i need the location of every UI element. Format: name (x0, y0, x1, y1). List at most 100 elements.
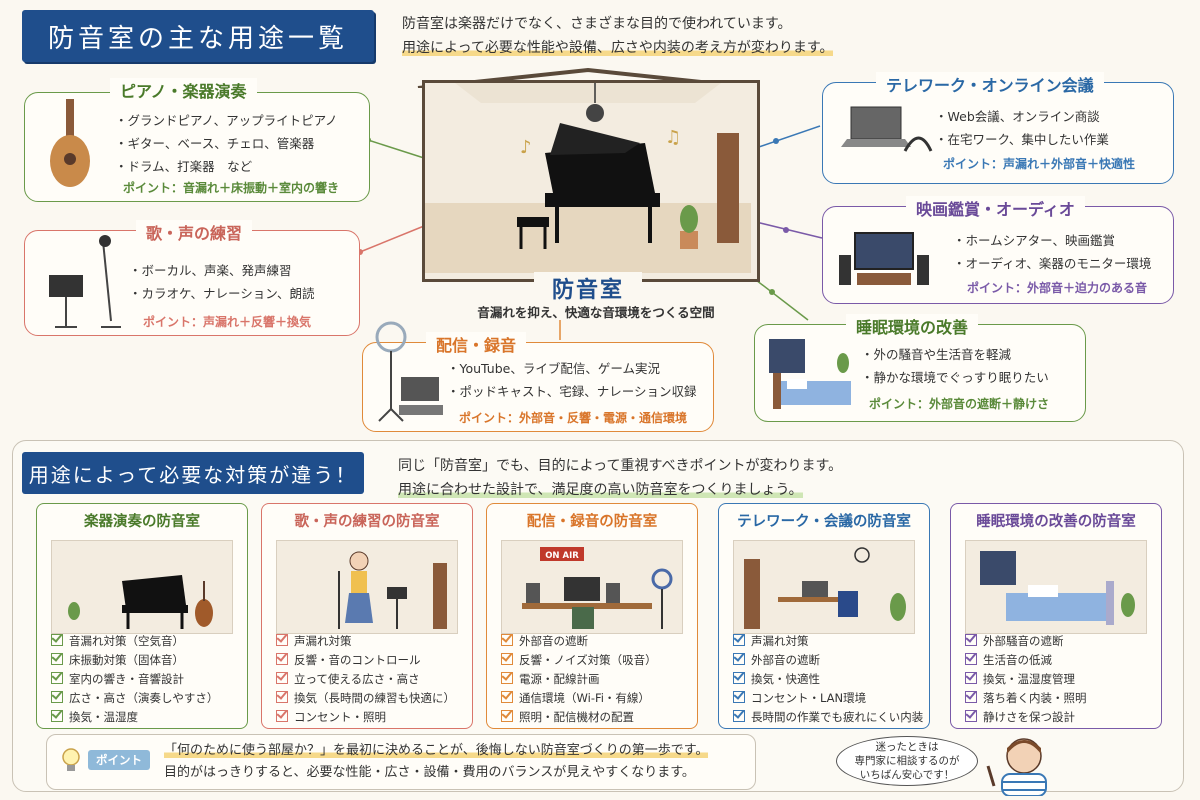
section2-intro-line-2: 用途に合わせた設計で、満足度の高い防音室をつくりましょう。 (398, 482, 803, 498)
point-text: 「何のために使う部屋か？」を最初に決めることが、後悔しない防音室づくりの第一歩で… (164, 740, 709, 784)
use-card-title: 映画鑑賞・オーディオ (906, 196, 1085, 220)
use-card-theater: ホームシアター、映画鑑賞 オーディオ、楽器のモニター環境 ポイント：外部音＋迫力… (822, 206, 1174, 304)
list-item: 立って使える広さ・高さ (276, 670, 455, 689)
telework-items: Web会議、オンライン商談 在宅ワーク、集中したい作業 (935, 105, 1109, 151)
advisor-avatar (986, 738, 1047, 796)
list-item: 換気・温湿度 (51, 708, 218, 727)
page-title: 防音室の主な用途一覧 (22, 10, 374, 62)
section2-intro: 同じ「防音室」でも、目的によって重視すべきポイントが変わります。 用途に合わせた… (398, 454, 842, 502)
list-item: グランドピアノ、アップライトピアノ (115, 109, 338, 132)
checkbox-icon (965, 672, 977, 684)
grand-piano-icon: ♪ ♫ (425, 83, 751, 273)
intro-text: 防音室は楽器だけでなく、さまざまな目的で使われています。 用途によって必要な性能… (402, 12, 834, 60)
center-subtitle: 音漏れを抑え、快適な音環境をつくる空間 (477, 305, 715, 320)
checkbox-icon (276, 653, 288, 665)
bubble-line: 専門家に相談するのが (854, 755, 960, 767)
room-card-title: 楽器演奏の防音室 (84, 514, 200, 530)
laptop-icon (841, 106, 933, 152)
checkbox-icon (965, 634, 977, 646)
use-card-title: 歌・声の練習 (136, 220, 253, 244)
list-item: 換気（長時間の練習も快適に） (276, 689, 455, 708)
list-item: オーディオ、楽器のモニター環境 (953, 252, 1152, 275)
list-item: 静かな環境でぐっすり眠りたい (861, 366, 1049, 389)
bubble-line: いちばん安心です！ (859, 769, 955, 781)
list-item: 室内の響き・音響設計 (51, 670, 218, 689)
room-card-title: 配信・録音の防音室 (526, 514, 658, 530)
list-item: 外部騒音の遮断 (965, 632, 1087, 651)
checkbox-icon (276, 710, 288, 722)
vocal-items: ボーカル、声楽、発声練習 カラオケ、ナレーション、朗読 (129, 259, 315, 305)
section2-title: 用途によって必要な対策が違う！ (22, 452, 364, 494)
use-card-telework: Web会議、オンライン商談 在宅ワーク、集中したい作業 ポイント：声漏れ＋外部音… (822, 82, 1174, 184)
use-card-piano: グランドピアノ、アップライトピアノ ギター、ベース、チェロ、管楽器 ドラム、打楽… (24, 92, 370, 202)
office-desk-icon (744, 547, 906, 629)
list-item: YouTube、ライブ配信、ゲーム実況 (447, 357, 697, 380)
svg-text:♫: ♫ (665, 127, 681, 148)
microphone-stand-icon (49, 235, 121, 328)
telework-checklist: 声漏れ対策 外部音の遮断 換気・快適性 コンセント・LAN環境 長時間の作業でも… (733, 632, 923, 727)
ring-light-icon (375, 321, 443, 422)
list-item: 反響・ノイズ対策（吸音） (501, 651, 657, 670)
checkbox-icon (965, 653, 977, 665)
checkbox-icon (965, 691, 977, 703)
point-badge: ポイント (88, 750, 150, 770)
bubble-line: 迷ったときは (875, 741, 939, 753)
room-card-title: テレワーク・会議の防音室 (737, 514, 911, 530)
use-card-title: 配信・録音 (426, 332, 527, 356)
list-item: 声漏れ対策 (276, 632, 455, 651)
checkbox-icon (733, 653, 745, 665)
use-card-title: ピアノ・楽器演奏 (110, 78, 257, 102)
checkbox-icon (51, 691, 63, 703)
checkbox-icon (501, 653, 513, 665)
list-item: 反響・音のコントロール (276, 651, 455, 670)
checkbox-icon (733, 672, 745, 684)
list-item: 広さ・高さ（演奏しやすさ） (51, 689, 218, 708)
piano-cello-icon (68, 575, 213, 629)
center-label: 防音室 (534, 272, 642, 308)
theater-items: ホームシアター、映画鑑賞 オーディオ、楽器のモニター環境 (953, 229, 1152, 275)
use-card-title: 睡眠環境の改善 (846, 314, 979, 338)
checkbox-icon (965, 710, 977, 722)
streaming-checklist: 外部音の遮断 反響・ノイズ対策（吸音） 電源・配線計画 通信環境（Wi-Fi・有… (501, 632, 657, 727)
piano-room-illustration (51, 540, 233, 634)
room-card-sleep: 睡眠環境の改善の防音室 外部騒音の遮断 生活音の低減 換気・温湿度管理 落ち着く… (950, 503, 1162, 729)
checkbox-icon (501, 672, 513, 684)
singer-icon (338, 551, 447, 629)
list-item: 生活音の低減 (965, 651, 1087, 670)
list-item: 長時間の作業でも疲れにくい内装 (733, 708, 923, 727)
room-card-instrument: 楽器演奏の防音室 音漏れ対策（空気音） 床振動対策（固体音） 室内の響き・音響設… (36, 503, 248, 729)
list-item: ドラム、打楽器 など (115, 155, 338, 178)
list-item: ボーカル、声楽、発声練習 (129, 259, 315, 282)
sleep-checklist: 外部騒音の遮断 生活音の低減 換気・温湿度管理 落ち着く内装・照明 静けさを保つ… (965, 632, 1087, 727)
intro-line-1: 防音室は楽器だけでなく、さまざまな目的で使われています。 (402, 16, 792, 32)
streaming-items: YouTube、ライブ配信、ゲーム実況 ポッドキャスト、宅録、ナレーション収録 (447, 357, 697, 403)
sleep-point: ポイント：外部音の遮断＋静けさ (869, 397, 1050, 411)
list-item: 換気・快適性 (733, 670, 923, 689)
instrument-checklist: 音漏れ対策（空気音） 床振動対策（固体音） 室内の響き・音響設計 広さ・高さ（演… (51, 632, 218, 727)
use-card-sleep: 外の騒音や生活音を軽減 静かな環境でぐっすり眠りたい ポイント：外部音の遮断＋静… (754, 324, 1086, 422)
room-card-streaming: 配信・録音の防音室 ON AIR 外部音の遮断 反響・ノイズ対策（吸音） 電源・… (486, 503, 698, 729)
list-item: コンセント・照明 (276, 708, 455, 727)
list-item: 外の騒音や生活音を軽減 (861, 343, 1049, 366)
streaming-desk-icon: ON AIR (522, 547, 673, 629)
room-card-vocal: 歌・声の練習の防音室 声漏れ対策 反響・音のコントロール 立って使える広さ・高さ… (261, 503, 473, 729)
use-card-streaming: YouTube、ライブ配信、ゲーム実況 ポッドキャスト、宅録、ナレーション収録 … (362, 321, 714, 432)
list-item: Web会議、オンライン商談 (935, 105, 1109, 128)
section2-intro-line-1: 同じ「防音室」でも、目的によって重視すべきポイントが変わります。 (398, 458, 843, 474)
streaming-point: ポイント：外部音・反響・電源・通信環境 (459, 411, 688, 425)
checkbox-icon (51, 710, 63, 722)
checkbox-icon (51, 634, 63, 646)
svg-text:♪: ♪ (520, 137, 532, 158)
checkbox-icon (501, 691, 513, 703)
list-item: 電源・配線計画 (501, 670, 657, 689)
on-air-label: ON AIR (545, 551, 579, 561)
lightbulb-icon (62, 748, 80, 771)
list-item: 床振動対策（固体音） (51, 651, 218, 670)
checkbox-icon (733, 691, 745, 703)
soundproof-room-illustration: ♪ ♫ (422, 80, 760, 282)
checkbox-icon (501, 634, 513, 646)
checkbox-icon (276, 672, 288, 684)
intro-line-2: 用途によって必要な性能や設備、広さや内装の考え方が変わります。 (402, 40, 834, 56)
list-item: 照明・配信機材の配置 (501, 708, 657, 727)
telework-room-illustration (733, 540, 915, 634)
